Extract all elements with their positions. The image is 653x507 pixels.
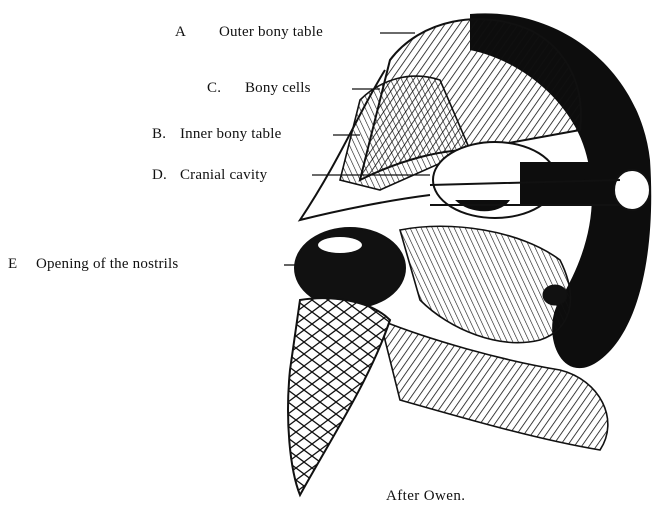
label-c: C. Bony cells — [207, 80, 311, 97]
label-text: Cranial cavity — [180, 167, 267, 183]
label-letter: A — [175, 24, 197, 41]
figure-credit: After Owen. — [386, 488, 465, 505]
nasal-column — [288, 298, 390, 495]
palate-knob — [543, 285, 567, 305]
label-e: E Opening of the nostrils — [8, 256, 178, 273]
label-text: Opening of the nostrils — [36, 256, 179, 272]
label-text: Inner bony table — [180, 126, 282, 142]
label-letter: E — [8, 256, 30, 273]
cavity-dark-block — [520, 162, 600, 206]
label-letter: B. — [152, 126, 174, 143]
label-d: D. Cranial cavity — [152, 167, 267, 184]
label-letter: C. — [207, 80, 229, 97]
label-a: A Outer bony table — [175, 24, 323, 41]
face-interior — [400, 226, 570, 342]
label-text: Outer bony table — [219, 24, 323, 40]
label-b: B. Inner bony table — [152, 126, 281, 143]
label-text: Bony cells — [245, 80, 311, 96]
label-letter: D. — [152, 167, 174, 184]
eye-highlight — [318, 237, 362, 253]
